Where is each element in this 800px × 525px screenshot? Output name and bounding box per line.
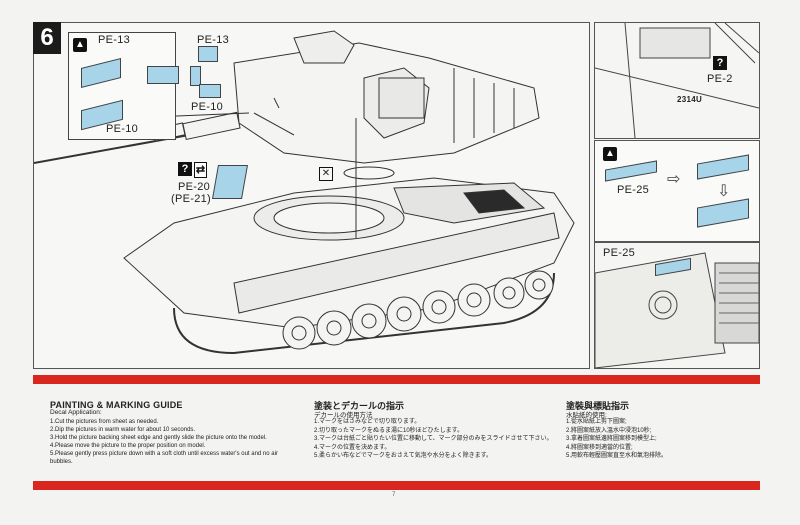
pe-part-13-a [147,66,179,84]
guide-step-en: 5.Please gently press picture down with … [50,451,278,465]
guide-step-cn: 4.將圖案移到適當的位置; [566,444,633,451]
top-view-icon-2: ▲ [603,147,617,161]
guide-step-jp: 5.柔らかい布などでマークをおさえて気泡や水分をよく除きます。 [314,453,492,459]
pe-part-25-flat [605,160,657,182]
guide-title-cn: 塗裝與標貼指示 [566,401,630,411]
guide-step-cn: 3.拿着圖案紙邊將圖案移到模型上; [566,436,657,442]
pe-part-25-bent [697,154,749,180]
guide-title-en: PAINTING & MARKING GUIDE [50,400,183,410]
guide-step-cn: 5.用軟布輕壓圖案直至水和氣泡排除。 [566,453,668,459]
label-pe20: PE-20 [178,181,211,193]
guide-subtitle-jp: デカールの使用方法 [314,412,373,419]
guide-steps-jp: 1.マークをはさみなどで切り取ります。 2.切り取ったマークをぬるま湯に10秒ほ… [314,418,564,461]
detail-panel-bottom: PE-25 [594,242,760,369]
arrow-right-icon: ⇨ [667,171,681,188]
label-pe21: (PE-21) [171,193,211,205]
step-number: 6 [33,22,61,54]
guide-subtitle-cn: 水貼紙的使用: [566,412,607,419]
guide-steps-cn: 1.從水貼紙上剪下圖案; 2.將圖案紙放入溫水中浸泡10秒; 3.拿着圖案紙邊將… [566,418,756,461]
label-serial: 2314U [677,95,703,104]
step-panel: ▲ [33,22,590,369]
guide-step-cn: 1.從水貼紙上剪下圖案; [566,419,627,425]
divider-top [33,375,760,384]
label-pe13: PE-13 [197,34,230,46]
guide-step-en: 3.Hold the picture backing sheet edge an… [50,435,267,441]
inset-pe13-pe10: ▲ [68,32,176,140]
guide-step-jp: 4.マークの位置を決めます。 [314,444,391,451]
label-pe10: PE-10 [191,101,224,113]
guide-steps-en: 1.Cut the pictures from sheet as needed.… [50,418,295,466]
label-pe25-installed: PE-25 [603,247,636,259]
guide-step-jp: 3.マークは台紙ごと貼りたい位置に移動して、マーク部分のみをスライドさせて下さい… [314,436,553,442]
top-view-icon: ▲ [73,38,87,52]
guide-step-jp: 1.マークをはさみなどで切り取ります。 [314,419,421,425]
page-number: 7 [392,492,396,498]
label-pe2: PE-2 [707,73,733,85]
detail-drawing-bottom [595,252,759,368]
question-icon-pe2: ? [713,56,727,70]
guide-step-jp: 2.切り取ったマークをぬるま湯に10秒ほどひたします。 [314,427,464,434]
pe-part-13-c [198,46,218,62]
detail-panel-mid: ▲ PE-25 ⇨ ⇩ [594,140,760,242]
detail-panel-top: ? PE-2 2314U [594,22,760,139]
divider-bottom [33,481,760,490]
detail-drawing-top [595,23,759,138]
rotate-arrow [343,166,395,180]
label-pe13-inset: PE-13 [98,34,131,46]
arrow-down-icon: ⇩ [717,183,731,200]
pe-part-25-final [697,198,749,228]
tank-drawing [34,30,575,355]
guide-step-cn: 2.將圖案紙放入溫水中浸泡10秒; [566,427,652,434]
pe-part-20 [212,165,248,199]
remove-part-icon: ✕ [319,167,333,181]
guide-step-en: 4.Please move the picture to the proper … [50,443,206,449]
guide-step-en: 2.Dip the pictures in warm water for abo… [50,427,196,433]
pe-part-13-inset [81,58,121,88]
guide-step-en: 1.Cut the pictures from sheet as needed. [50,419,159,425]
label-pe25: PE-25 [617,184,650,196]
flip-icon: ⇄ [194,162,207,178]
pe-part-10-a [199,84,221,98]
pe-part-13-b [190,66,201,86]
label-pe10-inset: PE-10 [106,123,139,135]
guide-subtitle-en: Decal Application: [50,409,102,416]
guide-title-jp: 塗装とデカールの指示 [314,401,405,411]
question-icon: ? [178,162,192,176]
